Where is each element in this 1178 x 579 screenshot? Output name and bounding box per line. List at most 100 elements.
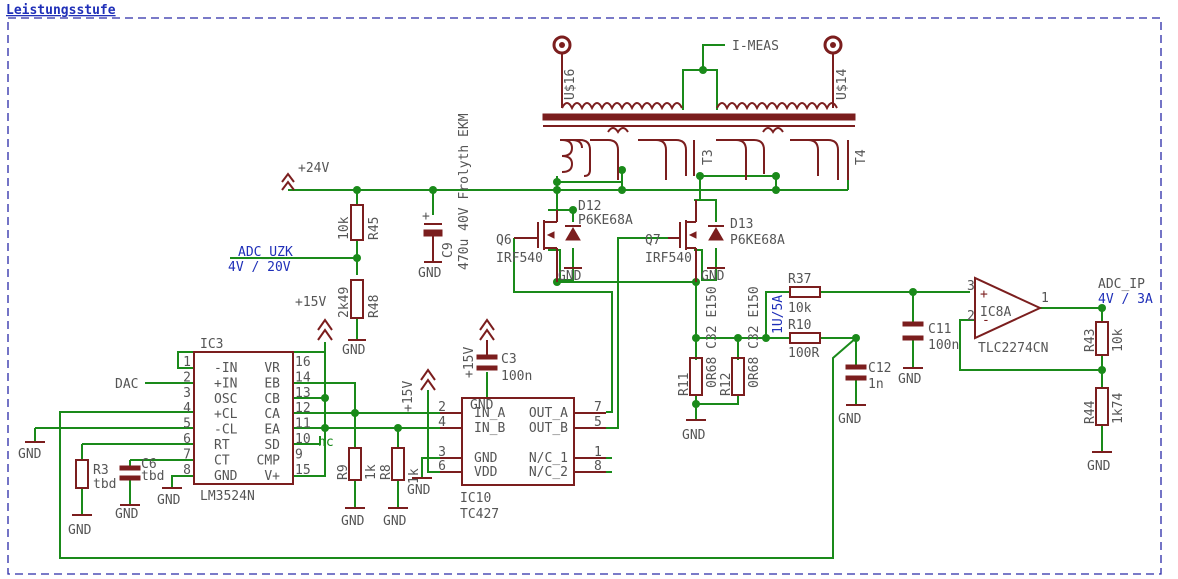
svg-text:IRF540: IRF540 <box>645 251 692 266</box>
svg-text:100n: 100n <box>501 369 532 384</box>
ic3-pin-name: GND <box>214 469 238 484</box>
gnd-ic3-pin8: GND <box>157 487 182 508</box>
ic10-pin-name: GND <box>474 451 498 466</box>
ic3-pin-name: V+ <box>264 469 280 484</box>
ic3-pin-number: 10 <box>295 432 311 447</box>
diode-d13: D13 P6KE68A GND <box>701 217 785 284</box>
svg-text:10k: 10k <box>337 216 352 240</box>
gnd-r11: GND <box>682 419 706 443</box>
svg-text:10k: 10k <box>788 301 812 316</box>
ic3-pin-number: 7 <box>183 447 191 462</box>
resistor-r3: R3 tbd GND <box>68 459 116 538</box>
svg-text:R48: R48 <box>367 295 382 318</box>
capacitor-c9: + GND C9 470u 40V Frolyth EKM <box>418 113 472 281</box>
ic3-pin-name: CMP <box>257 453 281 468</box>
svg-text:R8: R8 <box>379 464 394 480</box>
svg-text:Q7: Q7 <box>645 233 661 248</box>
ic10-pin-number: 5 <box>594 415 602 430</box>
svg-text:100R: 100R <box>788 346 819 361</box>
svg-text:GND: GND <box>1087 459 1111 474</box>
i-meas-label: I-MEAS <box>732 39 779 54</box>
supply-15v-vdd: +15V <box>401 368 436 412</box>
gnd-ic10: GND <box>407 477 432 498</box>
svg-text:GND: GND <box>157 493 181 508</box>
resistor-r37: R37 10k <box>788 272 821 316</box>
svg-text:1: 1 <box>1041 291 1049 306</box>
gnd-left: GND <box>18 441 45 462</box>
mosfet-q7: Q7 IRF540 <box>645 200 697 282</box>
svg-text:100n: 100n <box>928 338 959 353</box>
svg-text:1k: 1k <box>364 464 379 480</box>
diode-d12: D12 P6KE68A GND <box>558 199 633 284</box>
svg-text:-: - <box>982 313 990 328</box>
ic3-pin-number: 14 <box>295 370 311 385</box>
resistor-r9: R9 1k GND <box>336 447 379 529</box>
shunt-note: 1U/5A <box>771 295 786 334</box>
svg-text:tbd: tbd <box>141 469 164 484</box>
ic3-pin-name: +CL <box>214 407 238 422</box>
svg-text:TC427: TC427 <box>460 507 499 522</box>
svg-text:R11: R11 <box>677 373 692 396</box>
svg-text:C11: C11 <box>928 322 951 337</box>
ic10-pin-number: 1 <box>594 445 602 460</box>
svg-text:GND: GND <box>558 269 582 284</box>
ic3-pin-number: 16 <box>295 355 311 370</box>
resistor-r10: R10 100R <box>788 318 821 361</box>
ic3-pin-number: 8 <box>183 463 191 478</box>
svg-text:R44: R44 <box>1083 400 1098 424</box>
svg-text:GND: GND <box>407 483 431 498</box>
svg-text:GND: GND <box>838 412 862 427</box>
t4-label: T4 <box>854 149 869 165</box>
ic10-pin-number: 7 <box>594 400 602 415</box>
adc-ip-label: ADC_IP <box>1098 277 1145 292</box>
us14-label: U$14 <box>835 69 850 100</box>
svg-text:GND: GND <box>682 428 706 443</box>
nc-label: nc <box>318 435 334 450</box>
transformer-t3-t4: U$16 U$14 T3 T4 <box>542 35 869 180</box>
svg-text:IC3: IC3 <box>200 337 223 352</box>
svg-text:GND: GND <box>115 507 139 522</box>
ic3-pin-name: CA <box>264 407 280 422</box>
ic10-pin-number: 2 <box>438 400 446 415</box>
svg-text:LM3524N: LM3524N <box>200 489 255 504</box>
adc-uzk-label: ADC_UZK <box>238 245 293 260</box>
svg-text:TLC2274CN: TLC2274CN <box>978 341 1048 356</box>
sheet-frame <box>7 17 1162 575</box>
adc-uzk-range: 4V / 20V <box>228 260 291 275</box>
resistor-r45: 10k R45 <box>337 204 382 241</box>
c9-value: 470u 40V Frolyth EKM <box>457 113 472 270</box>
capacitor-c11: C11 100n GND <box>898 321 959 387</box>
svg-text:P6KE68A: P6KE68A <box>578 213 633 228</box>
ic3-pin-number: 1 <box>183 355 191 370</box>
ic3-pin-number: 5 <box>183 417 191 432</box>
svg-text:R9: R9 <box>336 464 351 480</box>
svg-text:D13: D13 <box>730 217 753 232</box>
ic3-pin-number: 11 <box>295 417 311 432</box>
ic3-pin-name: CT <box>214 453 230 468</box>
svg-text:IC10: IC10 <box>460 491 491 506</box>
supply-15v-ic3: +15V <box>295 295 333 341</box>
mosfet-q6: Q6 IRF540 <box>496 210 558 282</box>
svg-text:R37: R37 <box>788 272 811 287</box>
gnd-r48: GND <box>342 339 366 358</box>
adc-ip-range: 4V / 3A <box>1098 292 1153 307</box>
ic10-pin-name: IN_A <box>474 406 505 421</box>
ic3-pin-name: SD <box>264 438 280 453</box>
ic3-pin-number: 15 <box>295 463 311 478</box>
resistor-r44: R44 1k74 <box>1083 387 1126 426</box>
supply-24v: +24V <box>281 161 329 191</box>
svg-text:1k74: 1k74 <box>1111 393 1126 424</box>
svg-text:GND: GND <box>470 398 494 413</box>
capacitor-c12: C12 1n GND <box>838 361 891 427</box>
ic3-pin-name: -CL <box>214 423 238 438</box>
ic3-pin-number: 13 <box>295 386 311 401</box>
ic10-pin-name: VDD <box>474 465 498 480</box>
ic3-pin-number: 12 <box>295 401 311 416</box>
wires <box>34 44 1103 559</box>
